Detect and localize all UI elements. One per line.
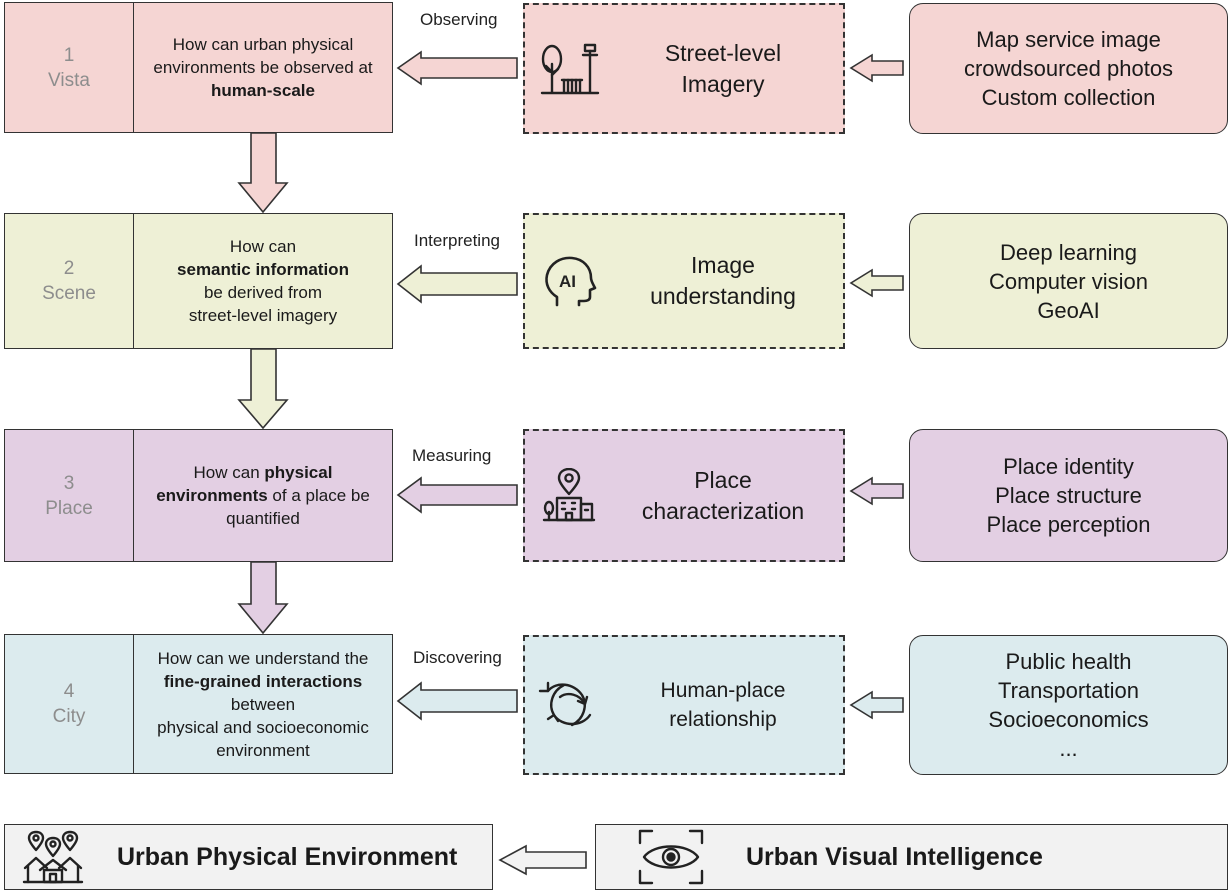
question-line-bold: fine-grained interactions [163, 671, 363, 691]
method-title: Image understanding [613, 250, 843, 312]
method-box-place-characterization: Place characterization [523, 429, 845, 562]
urban-visual-intelligence-title: Urban Visual Intelligence [746, 842, 1043, 871]
method-box-human-place-relationship: Human-place relationship [523, 635, 845, 775]
verb-label-measuring: Measuring [412, 446, 492, 465]
cycle-arrows-icon [525, 637, 613, 773]
method-title: Place characterization [613, 465, 843, 527]
source-box-methods: Deep learning Computer vision GeoAI [909, 213, 1228, 349]
question-line: between [230, 694, 296, 714]
tree-lamp-icon [525, 5, 613, 132]
verb-label-discovering: Discovering [413, 648, 502, 667]
left-arrow [396, 264, 518, 304]
vista-question-box: 1 Vista How can urban physical environme… [4, 2, 393, 133]
source-item: Custom collection [981, 85, 1156, 110]
verb-label-observing: Observing [420, 10, 498, 29]
level-number: 1 [63, 44, 75, 66]
question-text-bold: environments [156, 486, 268, 505]
level-label: 2 Scene [5, 214, 134, 348]
method-line: understanding [650, 283, 796, 309]
level-name: Scene [42, 283, 96, 304]
question-text: of a place be [267, 486, 370, 505]
source-item: Transportation [997, 678, 1140, 703]
source-item: Deep learning [1000, 239, 1137, 265]
small-left-arrow [849, 268, 904, 298]
method-box-image-understanding: AI Image understanding [523, 213, 845, 349]
source-item: Place identity [1003, 454, 1134, 479]
question-line: physical and socioeconomic [157, 717, 369, 737]
question-line: environments be observed at [153, 58, 373, 77]
level-label: 4 City [5, 635, 134, 773]
question-line: How can physical [194, 461, 333, 484]
urban-visual-intelligence-box: Urban Visual Intelligence [595, 824, 1228, 890]
small-left-arrow [849, 476, 904, 506]
level-label: 3 Place [5, 430, 134, 561]
left-arrow [396, 476, 518, 514]
ai-head-icon: AI [525, 215, 613, 347]
question-line-bold: semantic information [177, 260, 349, 279]
research-question: How can physical environments of a place… [134, 430, 392, 561]
left-arrow [396, 681, 518, 721]
method-box-street-level-imagery: Street-level Imagery [523, 3, 845, 134]
source-item: Computer vision [989, 268, 1148, 294]
level-name: City [52, 706, 86, 727]
question-line: quantified [226, 509, 300, 528]
source-box-place: Place identity Place structure Place per… [909, 429, 1228, 562]
urban-physical-environment-box: Urban Physical Environment [4, 824, 493, 890]
verb-label-interpreting: Interpreting [414, 231, 500, 250]
small-left-arrow [849, 690, 904, 720]
method-title: Street-level Imagery [613, 38, 843, 100]
question-line: How can we understand the [157, 648, 369, 668]
question-text: How can [193, 463, 265, 482]
question-line: environments of a place be [156, 484, 370, 507]
method-title: Human-place relationship [613, 676, 843, 734]
urban-physical-environment-title: Urban Physical Environment [117, 842, 458, 871]
question-line: environment [216, 740, 310, 760]
question-text-bold: physical [264, 463, 333, 482]
level-label: 1 Vista [5, 3, 134, 132]
method-line: Place [694, 466, 752, 493]
scene-question-box: 2 Scene How can semantic information be … [4, 213, 393, 349]
research-question: How can semantic information be derived … [134, 214, 392, 348]
question-line: be derived from [203, 283, 323, 302]
source-box-imagery: Map service image crowdsourced photos Cu… [909, 3, 1228, 134]
method-line: characterization [641, 497, 805, 524]
place-question-box: 3 Place How can physical environments of… [4, 429, 393, 562]
source-item: Socioeconomics [988, 707, 1149, 732]
source-item: Place perception [986, 512, 1151, 537]
left-arrow [396, 50, 518, 86]
level-name: Place [45, 497, 93, 519]
research-question: How can urban physical environments be o… [134, 3, 392, 132]
eye-scan-icon [596, 829, 746, 885]
question-line: How can urban physical [172, 35, 354, 54]
level-number: 3 [63, 472, 75, 494]
source-item: crowdsourced photos [963, 56, 1174, 81]
method-line: Street-level [664, 39, 782, 66]
source-item: GeoAI [1037, 297, 1100, 323]
down-arrow [237, 561, 289, 635]
method-line: relationship [669, 708, 777, 731]
small-left-arrow [849, 53, 904, 83]
source-item: ... [1059, 736, 1078, 761]
question-line-bold: human-scale [211, 81, 315, 100]
source-box-applications: Public health Transportation Socioeconom… [909, 635, 1228, 775]
location-building-icon [525, 431, 613, 560]
level-name: Vista [48, 69, 90, 91]
down-arrow [237, 348, 289, 430]
research-question: How can we understand the fine-grained i… [134, 635, 392, 773]
source-item: Map service image [976, 27, 1161, 52]
svg-text:AI: AI [559, 272, 576, 291]
down-arrow [237, 132, 289, 214]
question-line: How can [229, 237, 297, 256]
source-item: Public health [1005, 649, 1132, 674]
source-item: Place structure [995, 483, 1142, 508]
level-number: 2 [63, 258, 75, 279]
method-line: Human-place [660, 679, 786, 702]
city-question-box: 4 City How can we understand the fine-gr… [4, 634, 393, 774]
method-line: Imagery [681, 70, 765, 97]
level-number: 4 [63, 681, 75, 702]
question-line: street-level imagery [188, 306, 338, 325]
bottom-left-arrow [498, 844, 587, 876]
method-line: Image [691, 252, 755, 278]
houses-pins-icon [5, 830, 101, 884]
